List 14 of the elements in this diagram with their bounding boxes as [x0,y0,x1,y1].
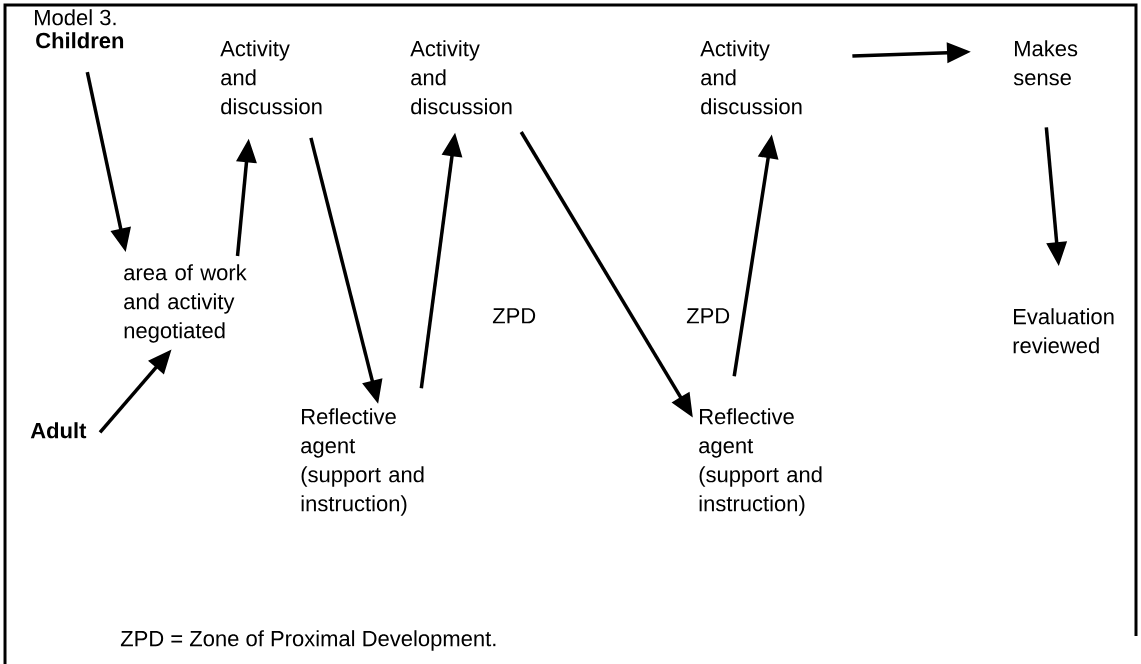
node-text: Activity and discussion [700,40,802,115]
zpd-label: ZPD [492,308,536,324]
node-text: Reflective agent (support and instruction) [301,408,424,516]
caption: ZPD = Zone of Proximal Development. [120,630,496,651]
node-text: Activity and discussion [410,40,512,115]
node-text: area of work and activity negotiated [124,264,247,343]
node-text: Adult [30,422,87,439]
node-text: Makes sense [1013,40,1078,86]
zpd-label: ZPD [686,308,730,324]
node-text: Children [36,32,124,49]
node-text: Activity and discussion [220,40,322,115]
node-text: Reflective agent (support and instruction) [699,408,822,516]
title: Model 3. [35,9,116,26]
node-text: Evaluation reviewed [1013,308,1114,354]
